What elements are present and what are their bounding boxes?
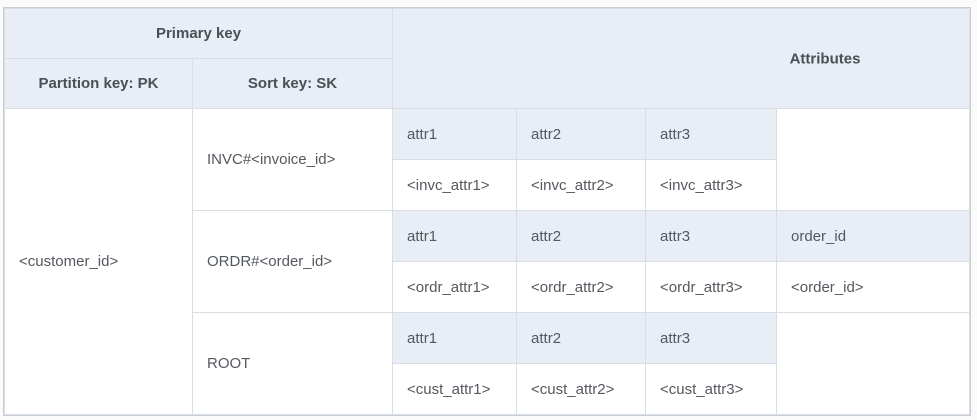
schema-table-frame: Primary key Attributes Partition key: PK… [3,7,971,416]
table-row: <invc_attr1> <invc_attr2> <invc_attr3> [5,159,970,211]
attr-name-cell: attr3 [645,108,778,160]
header-row-keys: Partition key: PK Sort key: SK [4,58,970,109]
header-row-primary: Primary key Attributes [3,8,970,109]
attr-name-cell: attr3 [645,312,778,364]
attr-value-cell: <cust_attr2> [516,363,647,415]
attributes-header: Attributes [392,8,970,109]
dynamodb-schema-table: Primary key Attributes Partition key: PK… [3,8,970,415]
partition-key-header: Partition key: PK [4,58,193,109]
sort-key-value-cell-invc: INVC#<invoice_id> [191,108,394,211]
attr-name-cell: attr3 [645,210,778,262]
attr-value-cell: <ordr_attr3> [645,261,778,313]
attr-value-cell: <cust_attr3> [645,363,778,415]
table-row: <cust_attr1> <cust_attr2> <cust_attr3> [5,363,970,415]
attr-name-cell: attr2 [516,312,647,364]
attr-value-cell: <invc_attr3> [645,159,778,211]
partition-key-value-cell: <customer_id> [4,108,193,415]
attr-name-cell: attr2 [516,108,647,160]
sort-key-value-cell-ordr: ORDR#<order_id> [191,210,394,313]
empty-cell [776,312,970,415]
table-row: ROOT attr1 attr2 attr3 [5,312,970,415]
attr-value-cell: <ordr_attr2> [516,261,647,313]
sort-key-header: Sort key: SK [191,58,394,109]
attr-value-cell: <invc_attr1> [392,159,518,211]
attr-name-cell: attr1 [392,312,518,364]
attr-value-cell: <ordr_attr1> [392,261,518,313]
table-body: <customer_id> INVC#<invoice_id> attr1 at… [4,108,970,415]
attr-name-cell: attr1 [392,108,518,160]
empty-cell [776,108,970,211]
attr-name-cell: attr2 [516,210,647,262]
attr-value-cell: <order_id> [776,261,970,313]
attributes-header-label: Attributes [789,50,861,67]
attr-value-cell: <cust_attr1> [392,363,518,415]
table-row: <customer_id> INVC#<invoice_id> attr1 at… [4,108,970,415]
primary-key-header: Primary key [3,8,394,59]
sort-key-value-cell-root: ROOT [191,312,394,415]
table-row: <ordr_attr1> <ordr_attr2> <ordr_attr3> <… [5,261,970,313]
table-row: ORDR#<order_id> attr1 attr2 attr3 order_… [5,210,970,313]
attr-value-cell: <invc_attr2> [516,159,647,211]
attr-name-cell: order_id [776,210,970,262]
table-header: Primary key Attributes Partition key: PK… [3,8,970,109]
attr-name-cell: attr1 [392,210,518,262]
